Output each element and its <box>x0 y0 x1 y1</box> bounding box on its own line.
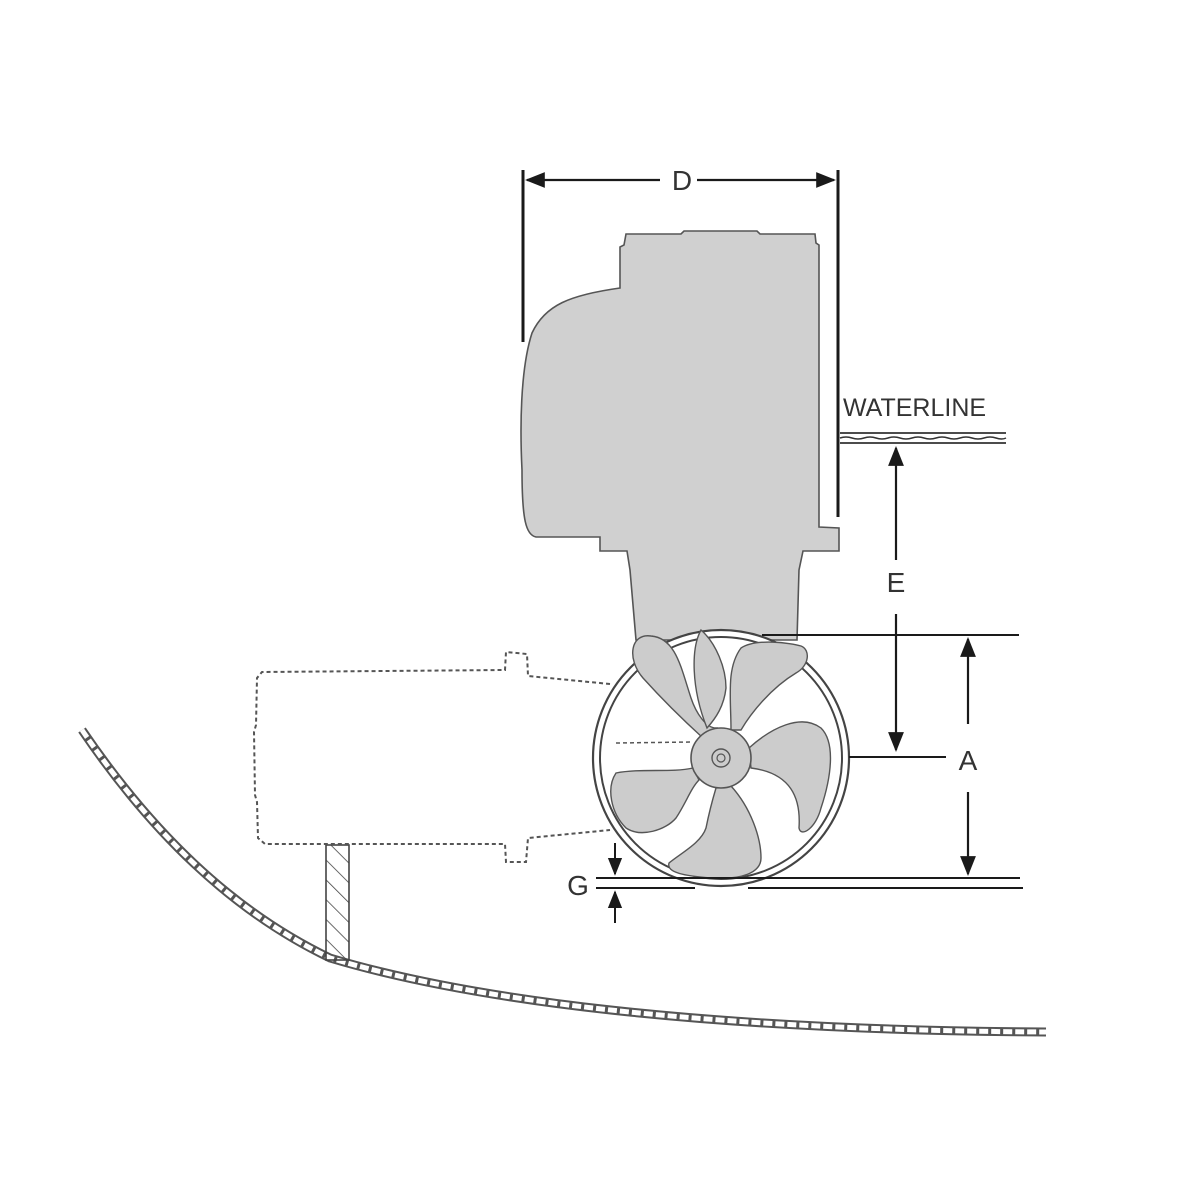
hull <box>78 727 1047 1037</box>
label-g: G <box>567 870 589 901</box>
label-e: E <box>887 567 906 598</box>
alt-motor-outline <box>252 650 611 863</box>
dimension-e: E <box>887 446 906 752</box>
waterline: WATERLINE <box>839 394 1007 444</box>
label-d: D <box>672 165 692 196</box>
dimension-d: D <box>521 165 840 517</box>
dimension-a: A <box>959 637 978 876</box>
reference-lines <box>596 634 1023 889</box>
propeller <box>610 628 832 880</box>
label-waterline: WATERLINE <box>843 394 986 422</box>
label-a: A <box>959 745 978 776</box>
motor-housing <box>520 230 840 641</box>
dimension-g: G <box>567 843 623 923</box>
support-bracket <box>325 844 350 961</box>
